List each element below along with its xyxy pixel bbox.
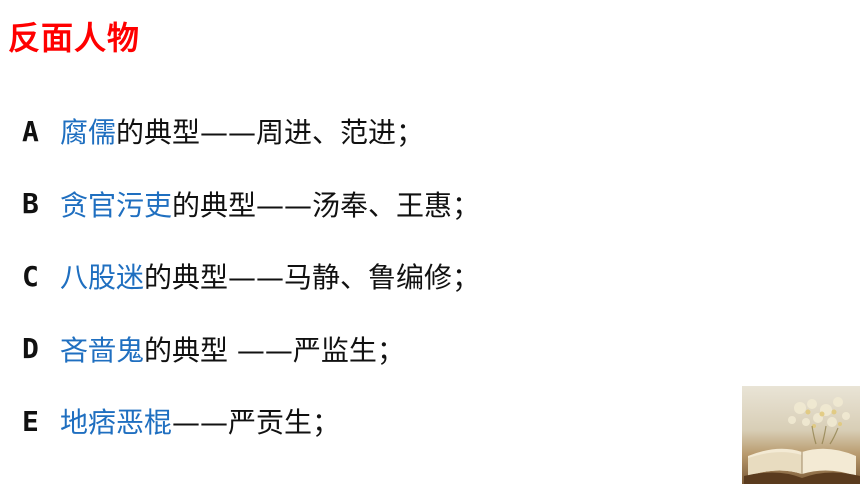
item-letter: C xyxy=(22,259,39,293)
item-description: 的典型 ——严监生； xyxy=(144,333,405,367)
character-list: A 腐儒 的典型——周进、范进； B 贪官污吏 的典型——汤奉、王惠； C 八股… xyxy=(22,95,480,458)
item-term: 吝啬鬼 xyxy=(60,333,145,367)
item-term: 贪官污吏 xyxy=(60,188,173,222)
book-flowers-photo xyxy=(742,386,860,484)
list-item: A 腐儒 的典型——周进、范进； xyxy=(22,95,480,168)
item-description: 的典型——马静、鲁编修； xyxy=(144,261,481,295)
item-term: 地痞恶棍 xyxy=(60,406,173,440)
item-description: ——严贡生； xyxy=(172,406,341,440)
item-description: 的典型——周进、范进； xyxy=(116,116,425,150)
item-term: 八股迷 xyxy=(60,261,145,295)
list-item: E 地痞恶棍 ——严贡生； xyxy=(22,385,480,458)
item-letter: D xyxy=(22,332,39,366)
list-item: B 贪官污吏 的典型——汤奉、王惠； xyxy=(22,168,480,241)
item-description: 的典型——汤奉、王惠； xyxy=(172,188,481,222)
slide-title: 反面人物 xyxy=(8,19,141,57)
item-letter: A xyxy=(22,114,39,148)
item-term: 腐儒 xyxy=(60,116,117,150)
book-flowers-icon xyxy=(744,397,860,484)
item-letter: B xyxy=(22,187,39,221)
item-letter: E xyxy=(22,404,39,438)
list-item: D 吝啬鬼 的典型 ——严监生； xyxy=(22,313,480,386)
list-item: C 八股迷 的典型——马静、鲁编修； xyxy=(22,240,480,313)
